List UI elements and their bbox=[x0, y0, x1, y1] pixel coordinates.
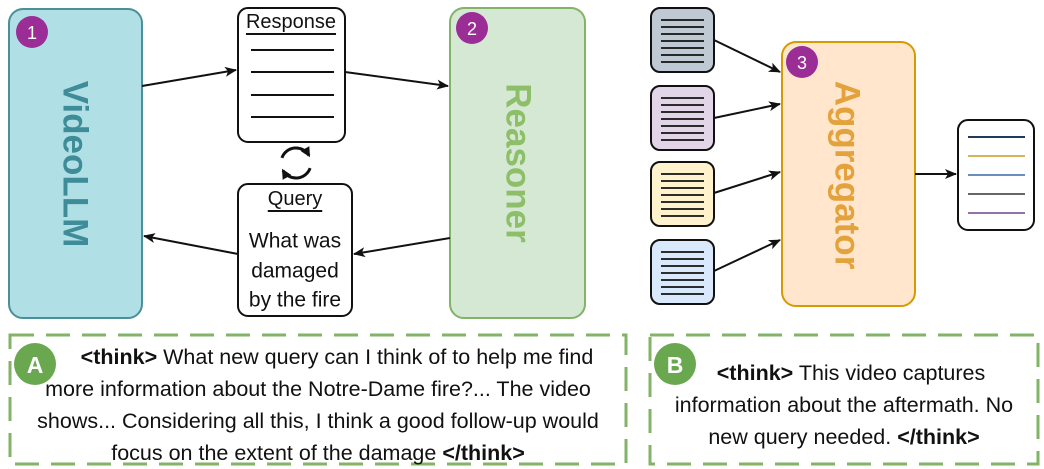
panel-b-line-3: new query needed. </think> bbox=[650, 421, 1038, 453]
panel-a-line-2-text: more information about the Notre-Dame fi… bbox=[45, 377, 591, 401]
document-lines bbox=[661, 19, 704, 63]
arrow-doc3-to-aggregator bbox=[713, 170, 781, 194]
query-text-line-3: by the fire bbox=[249, 289, 341, 312]
panel-a-badge bbox=[14, 343, 56, 385]
panel-a-dashed-border bbox=[8, 333, 628, 466]
videollm-box bbox=[8, 8, 143, 319]
panel-b-badge-letter: B bbox=[667, 352, 684, 378]
query-block: Query What was damaged by the fire bbox=[237, 183, 353, 317]
think-open-tag: <think> bbox=[716, 361, 794, 385]
response-lines bbox=[251, 49, 334, 118]
step-badge-3-number: 3 bbox=[797, 53, 807, 73]
arrow-doc1-to-aggregator bbox=[713, 39, 781, 73]
reasoner-block: Reasoner 2 bbox=[449, 7, 586, 319]
panel-a-reasoning-text: <think> What new query can I think of to… bbox=[10, 341, 626, 469]
document-icon-blue bbox=[650, 239, 715, 305]
reasoner-label: Reasoner bbox=[499, 83, 538, 243]
aggregator-block: Aggregator 3 bbox=[781, 41, 916, 307]
reasoner-box bbox=[449, 7, 586, 319]
step-badge-3 bbox=[786, 46, 818, 78]
think-open-tag: <think> bbox=[80, 345, 158, 369]
aggregation-arrows bbox=[713, 39, 957, 272]
arrow-videollm-to-response bbox=[141, 66, 237, 87]
response-title: Response bbox=[246, 11, 336, 33]
think-close-tag: </think> bbox=[442, 441, 525, 465]
arrow-reasoner-to-query bbox=[353, 237, 451, 258]
document-icon-body bbox=[650, 161, 715, 227]
document-icon-yellow bbox=[650, 161, 715, 227]
response-block: Response bbox=[237, 7, 346, 143]
cycle-arrow-bottom bbox=[281, 167, 312, 180]
arrow-query-to-videollm bbox=[143, 233, 239, 255]
output-document-icon bbox=[957, 119, 1035, 231]
panel-a-badge-letter: A bbox=[27, 352, 44, 378]
document-lines bbox=[661, 251, 704, 295]
query-title: Query bbox=[268, 188, 322, 210]
panel-a-line-3-text: shows... Considering all this, I think a… bbox=[37, 409, 599, 433]
document-lines bbox=[661, 173, 704, 217]
panel-a-line-2: more information about the Notre-Dame fi… bbox=[10, 373, 626, 405]
panel-b-dashed-border bbox=[648, 333, 1040, 466]
document-icon-gray bbox=[650, 7, 715, 73]
response-box bbox=[237, 7, 346, 143]
arrow-doc2-to-aggregator bbox=[713, 101, 781, 119]
step-badge-2 bbox=[456, 12, 488, 44]
panel-b-reasoning-text: <think> This video captures information … bbox=[650, 357, 1038, 453]
panel-b-line-2-text: information about the aftermath. No bbox=[674, 393, 1014, 417]
arrow-doc4-to-aggregator bbox=[713, 239, 781, 272]
loop-arrows bbox=[141, 66, 451, 258]
input-documents bbox=[650, 7, 715, 305]
document-icon-body bbox=[650, 239, 715, 305]
think-close-tag: </think> bbox=[897, 425, 980, 449]
panel-a-line-1: <think> What new query can I think of to… bbox=[10, 341, 626, 373]
cycle-arrow-top bbox=[280, 146, 311, 159]
document-lines bbox=[661, 97, 704, 141]
query-box bbox=[237, 183, 353, 317]
step-badge-1-number: 1 bbox=[27, 23, 37, 43]
panel-a-line-3: shows... Considering all this, I think a… bbox=[10, 405, 626, 437]
panel-a-line-4: focus on the extent of the damage </thin… bbox=[10, 437, 626, 469]
query-text-line-2: damaged bbox=[251, 260, 339, 283]
panel-a: A bbox=[8, 333, 628, 466]
panel-b-line-1: <think> This video captures bbox=[650, 357, 1038, 389]
panel-a-line-4-text: focus on the extent of the damage bbox=[111, 441, 437, 465]
step-badge-1 bbox=[16, 16, 48, 48]
panel-b-line-3-text: new query needed. bbox=[708, 425, 892, 449]
aggregator-label: Aggregator bbox=[828, 81, 867, 270]
step-badge-2-number: 2 bbox=[467, 19, 477, 39]
panel-b: B bbox=[648, 333, 1040, 466]
output-document-lines bbox=[968, 136, 1025, 214]
arrow-response-to-reasoner bbox=[344, 71, 449, 90]
videollm-label: VideoLLM bbox=[56, 81, 95, 248]
cycle-arrows-icon bbox=[280, 146, 312, 180]
videollm-block: VideoLLM 1 bbox=[8, 8, 143, 319]
panel-a-line-1-text: What new query can I think of to help me… bbox=[163, 345, 594, 369]
panel-b-line-1-text: This video captures bbox=[798, 361, 986, 385]
panel-b-badge bbox=[654, 343, 696, 385]
panel-b-line-2: information about the aftermath. No bbox=[650, 389, 1038, 421]
document-icon-purple bbox=[650, 85, 715, 151]
query-text-line-1: What was bbox=[249, 230, 341, 253]
